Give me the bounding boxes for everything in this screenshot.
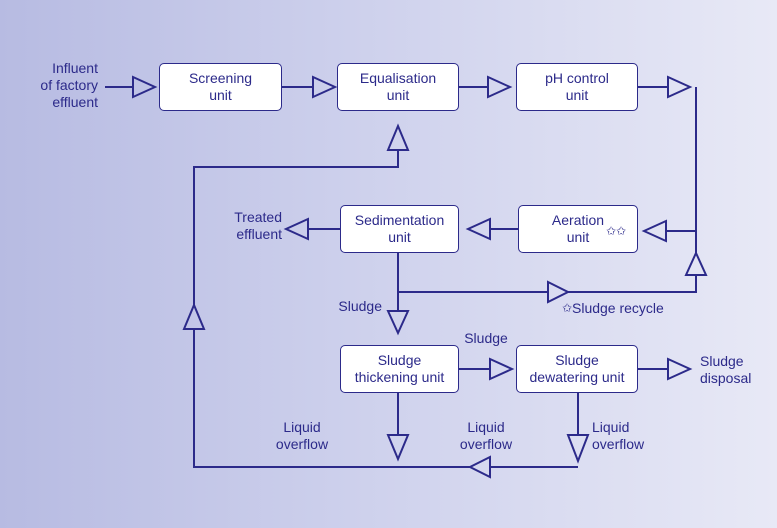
arrowhead-into-equalisation	[312, 75, 338, 99]
arrowhead-up-right-riser	[684, 250, 708, 276]
liquid-overflow-label-left: Liquid overflow	[275, 419, 329, 452]
liquid-overflow-label-middle: Liquid overflow	[459, 419, 513, 452]
arrowhead-into-screening	[132, 75, 158, 99]
liquid-overflow-label-right: Liquid overflow	[592, 419, 645, 452]
aeration-stars: ✩✩	[606, 224, 627, 238]
aeration-unit-box: Aeration unit	[518, 205, 638, 253]
treated-effluent-label: Treated effluent	[234, 209, 282, 242]
screening-unit-box: Screening unit	[159, 63, 282, 111]
line-sludge-recycle	[398, 275, 697, 293]
arrowhead-dewatering-overflow	[566, 434, 590, 464]
ph-control-unit-box: pH control unit	[516, 63, 638, 111]
arrowhead-thickening-overflow	[386, 434, 410, 462]
arrowhead-to-treated	[283, 217, 309, 241]
sludge-dewatering-unit-box: Sludge dewatering unit	[516, 345, 638, 393]
sludge-label-sedimentation: Sludge	[338, 298, 382, 314]
equalisation-unit-box: Equalisation unit	[337, 63, 459, 111]
sludge-thickening-unit-box: Sludge thickening unit	[340, 345, 459, 393]
sludge-recycle-label: Sludge recycle	[572, 300, 664, 316]
arrowhead-to-disposal	[667, 357, 693, 381]
influent-label: Influent of factory effluent	[40, 60, 98, 110]
arrowhead-right-end	[667, 75, 693, 99]
arrowhead-bottom-return	[467, 455, 491, 479]
arrowhead-up-into-equalisation	[386, 123, 410, 151]
arrowhead-into-sedimentation	[465, 217, 491, 241]
arrowhead-up-left-riser	[182, 302, 206, 330]
sludge-recycle-star: ✩	[562, 301, 573, 315]
sedimentation-unit-box: Sedimentation unit	[340, 205, 459, 253]
sludge-disposal-label: Sludge disposal	[700, 353, 752, 386]
arrowhead-into-ph	[487, 75, 513, 99]
line-bottom-return	[193, 150, 578, 468]
arrowhead-into-dewatering	[489, 357, 515, 381]
arrowhead-into-aeration	[641, 219, 667, 243]
arrowhead-sludge-recycle	[547, 280, 571, 304]
sludge-label-thickening: Sludge	[464, 330, 508, 346]
arrowhead-into-thickening	[386, 310, 410, 336]
